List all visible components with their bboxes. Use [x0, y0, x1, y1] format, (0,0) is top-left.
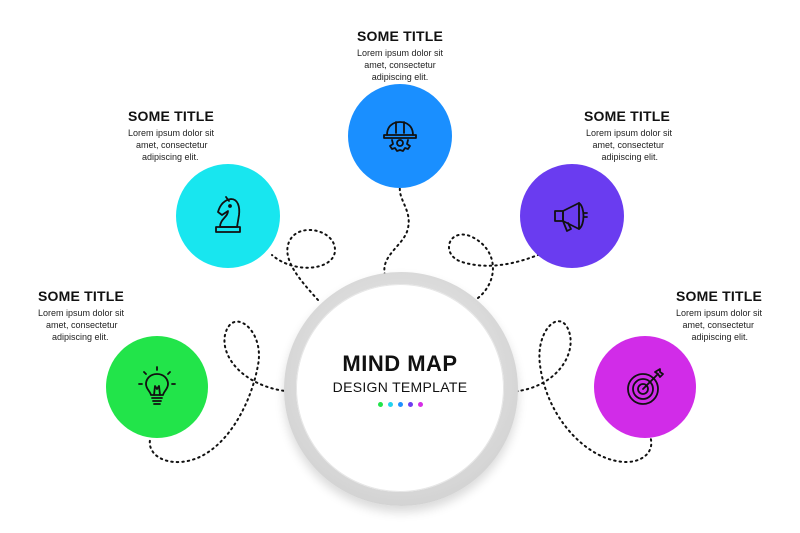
item-text-lightbulb: SOME TITLE Lorem ipsum dolor sit amet, c…	[38, 288, 198, 343]
color-dot	[387, 402, 393, 407]
desc-line: Lorem ipsum dolor sit	[38, 308, 125, 318]
item-text-chess-knight: SOME TITLE Lorem ipsum dolor sit amet, c…	[128, 108, 288, 163]
desc-line: adipiscing elit.	[371, 72, 429, 82]
node-chess-knight	[176, 164, 280, 268]
color-dot	[407, 402, 413, 407]
desc-line: adipiscing elit.	[691, 332, 748, 342]
color-dots	[296, 402, 504, 407]
item-title: SOME TITLE	[584, 108, 670, 124]
center-subtitle: DESIGN TEMPLATE	[332, 379, 468, 395]
desc-line: amet, consectetur	[136, 140, 208, 150]
lightbulb-icon	[138, 366, 176, 405]
center-label: MIND MAP DESIGN TEMPLATE	[296, 352, 504, 407]
helmet-gear-icon	[383, 121, 417, 152]
item-description: Lorem ipsum dolor sit amet, consectetur …	[602, 307, 762, 343]
color-dot	[377, 402, 383, 407]
center-hub	[296, 284, 504, 492]
connector-lightbulb	[148, 320, 301, 464]
desc-line: amet, consectetur	[46, 320, 118, 330]
node-lightbulb	[106, 336, 208, 438]
desc-line: amet, consectetur	[682, 320, 754, 330]
desc-line: Lorem ipsum dolor sit	[356, 48, 444, 58]
connector-helmet	[383, 185, 410, 276]
connector-megaphone	[448, 233, 539, 299]
item-text-helmet-gear: SOME TITLE Lorem ipsum dolor sit amet, c…	[320, 28, 480, 83]
item-text-target: SOME TITLE Lorem ipsum dolor sit amet, c…	[602, 288, 762, 343]
desc-line: adipiscing elit.	[52, 332, 109, 342]
desc-line: amet, consectetur	[364, 60, 436, 70]
item-title: SOME TITLE	[357, 28, 443, 44]
item-description: Lorem ipsum dolor sit amet, consectetur …	[320, 47, 480, 83]
connector-target	[504, 320, 653, 464]
node-helmet-gear	[348, 84, 452, 188]
color-dot	[417, 402, 423, 407]
item-description: Lorem ipsum dolor sit amet, consectetur …	[512, 127, 672, 163]
item-description: Lorem ipsum dolor sit amet, consectetur …	[38, 307, 198, 343]
item-title: SOME TITLE	[676, 288, 762, 304]
color-dot	[397, 402, 403, 407]
item-text-megaphone: SOME TITLE Lorem ipsum dolor sit amet, c…	[512, 108, 672, 163]
item-title: SOME TITLE	[38, 288, 124, 304]
megaphone-icon	[554, 202, 588, 232]
node-target	[594, 336, 696, 438]
item-title: SOME TITLE	[128, 108, 214, 124]
connector-knight	[271, 229, 337, 301]
desc-line: amet, consectetur	[592, 140, 664, 150]
desc-line: adipiscing elit.	[142, 152, 199, 162]
item-description: Lorem ipsum dolor sit amet, consectetur …	[128, 127, 288, 163]
center-title: MIND MAP	[342, 351, 458, 376]
chess-knight-icon	[215, 196, 241, 233]
desc-line: adipiscing elit.	[601, 152, 658, 162]
target-arrow-icon	[627, 368, 664, 405]
node-megaphone	[520, 164, 624, 268]
desc-line: Lorem ipsum dolor sit	[675, 308, 762, 318]
desc-line: Lorem ipsum dolor sit	[128, 128, 215, 138]
desc-line: Lorem ipsum dolor sit	[585, 128, 672, 138]
